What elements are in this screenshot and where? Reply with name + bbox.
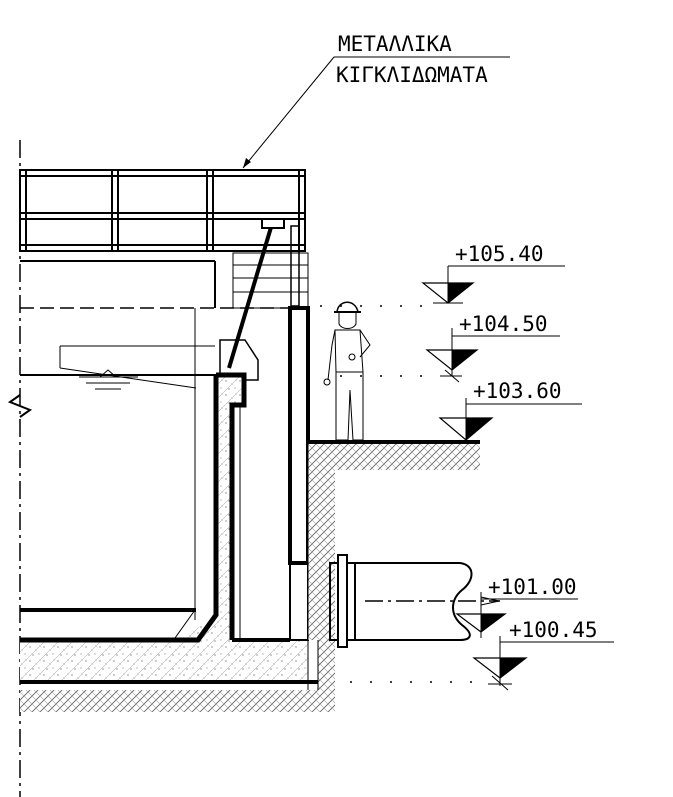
- railing-label: ΜΕΤΑΛΛΙΚΑ ΚΙΓΚΛΙΔΩΜΑΤΑ: [242, 32, 510, 169]
- level-text-5: +100.45: [509, 618, 598, 642]
- level-marker-3: +103.60: [438, 379, 582, 442]
- worker-figure: [323, 301, 371, 441]
- soil-hatch: [20, 440, 480, 712]
- railing-label-line1: ΜΕΤΑΛΛΙΚΑ: [338, 32, 452, 56]
- gate-actuator: [59, 218, 300, 381]
- tank-walls: [20, 375, 218, 639]
- level-text-1: +105.40: [455, 242, 544, 266]
- metal-railing: [19, 169, 306, 252]
- railing-label-line2: ΚΙΓΚΛΙΔΩΜΑΤΑ: [336, 63, 488, 87]
- level-reference-lines: [320, 305, 490, 683]
- break-symbol: [7, 394, 33, 418]
- water-level: [20, 367, 216, 390]
- level-marker-2: +104.50: [425, 312, 560, 383]
- level-text-3: +103.60: [473, 379, 562, 403]
- concrete-structure: [20, 306, 318, 684]
- level-marker-5: +100.45: [472, 618, 614, 691]
- leader-line: [242, 56, 335, 169]
- walkway-deck: [20, 252, 309, 620]
- level-marker-4: +101.00: [455, 575, 578, 638]
- level-text-4: +101.00: [488, 575, 577, 599]
- level-marker-1: +105.40: [421, 242, 565, 304]
- outlet-pipe: [329, 554, 500, 648]
- leader-arrow: [243, 158, 251, 168]
- level-text-2: +104.50: [459, 312, 548, 336]
